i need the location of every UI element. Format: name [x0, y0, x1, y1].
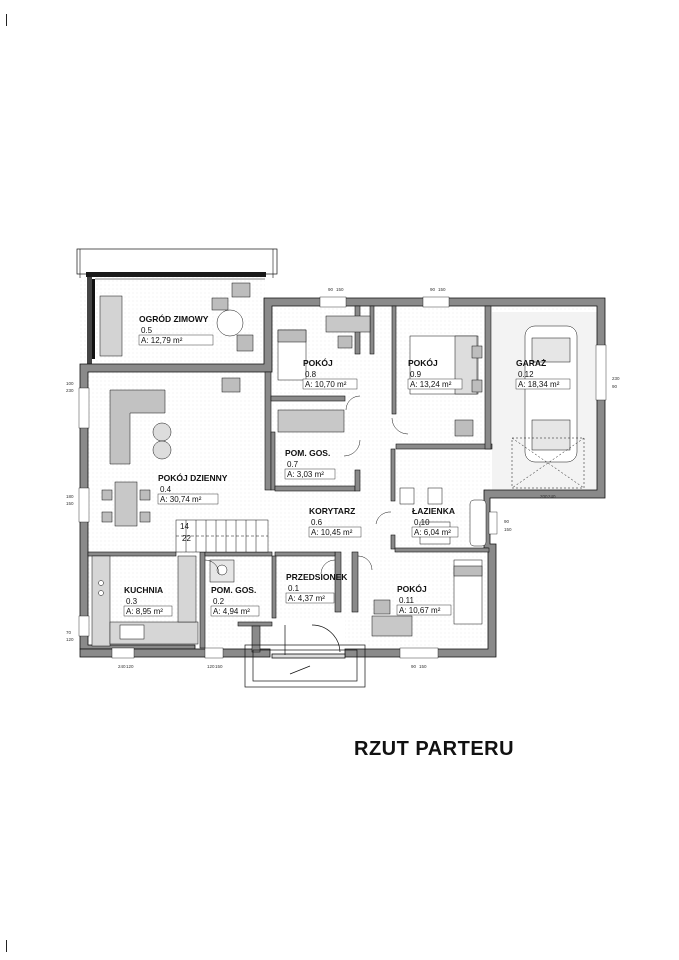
room-label-pokoj11: POKÓJ 0.11 A: 10,67 m²: [396, 583, 452, 616]
svg-text:120: 120: [207, 664, 215, 669]
winter-garden-walls: [76, 248, 278, 367]
svg-text:0.3: 0.3: [126, 597, 138, 606]
svg-text:A: 4,94 m²: A: 4,94 m²: [213, 607, 250, 616]
svg-text:A: 10,67 m²: A: 10,67 m²: [399, 606, 441, 615]
svg-text:POM. GOS.: POM. GOS.: [211, 585, 256, 595]
room-label-przedsionek: PRZEDSIONEK 0.1 A: 4,37 m²: [285, 572, 348, 604]
furniture: [91, 282, 585, 647]
svg-text:POM. GOS.: POM. GOS.: [285, 448, 330, 458]
svg-text:90: 90: [411, 664, 417, 669]
svg-text:240: 240: [118, 664, 126, 669]
svg-text:PRZEDSIONEK: PRZEDSIONEK: [286, 572, 348, 582]
room-label-ogrod: OGRÓD ZIMOWY 0.5 A: 12,79 m²: [138, 313, 214, 346]
svg-text:0.9: 0.9: [410, 370, 422, 379]
svg-text:0.12: 0.12: [518, 370, 534, 379]
svg-text:KUCHNIA: KUCHNIA: [124, 585, 163, 595]
room-label-pomgos02: POM. GOS. 0.2 A: 4,94 m²: [210, 585, 260, 617]
svg-text:0.10: 0.10: [414, 518, 430, 527]
plan-title: RZUT PARTERU: [354, 738, 515, 760]
svg-text:150: 150: [504, 527, 512, 532]
room-label-pokoj09: POKÓJ 0.9 A: 13,24 m²: [407, 357, 463, 390]
stair-labels: 14 22: [180, 522, 191, 543]
svg-text:150: 150: [215, 664, 223, 669]
crop-mark-bottom: [6, 940, 7, 952]
svg-text:90: 90: [328, 287, 334, 292]
room-labels: OGRÓD ZIMOWY 0.5 A: 12,79 m² POKÓJ 0.8 A…: [123, 313, 571, 617]
entrance-landing: [244, 624, 366, 688]
svg-text:A: 13,24 m²: A: 13,24 m²: [410, 380, 452, 389]
room-label-pomgos07: POM. GOS. 0.7 A: 3,03 m²: [284, 448, 336, 480]
svg-text:200: 200: [540, 494, 548, 499]
windows: [78, 296, 607, 659]
room-label-korytarz: KORYTARZ 0.6 A: 10,45 m²: [308, 506, 362, 538]
door-swings: [204, 395, 409, 575]
svg-text:A: 30,74 m²: A: 30,74 m²: [160, 495, 202, 504]
svg-text:90: 90: [430, 287, 436, 292]
svg-text:A: 8,95 m²: A: 8,95 m²: [126, 607, 163, 616]
svg-text:POKÓJ: POKÓJ: [303, 357, 333, 368]
svg-text:KORYTARZ: KORYTARZ: [309, 506, 355, 516]
crop-mark-top: [6, 14, 7, 26]
svg-text:230: 230: [612, 376, 620, 381]
svg-text:POKÓJ: POKÓJ: [408, 357, 438, 368]
svg-text:150: 150: [336, 287, 344, 292]
svg-text:240: 240: [548, 494, 556, 499]
svg-text:120: 120: [66, 637, 74, 642]
svg-text:POKÓJ: POKÓJ: [397, 583, 427, 594]
svg-text:0.7: 0.7: [287, 460, 299, 469]
room-label-garaz: GARAŻ 0.12 A: 18,34 m²: [515, 358, 571, 390]
svg-text:90: 90: [612, 384, 618, 389]
svg-text:0.11: 0.11: [399, 596, 415, 605]
svg-text:150: 150: [66, 501, 74, 506]
svg-text:150: 150: [438, 287, 446, 292]
svg-text:OGRÓD ZIMOWY: OGRÓD ZIMOWY: [139, 313, 209, 324]
svg-text:120: 120: [126, 664, 134, 669]
svg-text:14: 14: [180, 522, 189, 531]
stairs: [175, 519, 269, 553]
svg-text:100: 100: [66, 381, 74, 386]
room-label-lazienka: ŁAZIENKA 0.10 A: 6,04 m²: [411, 506, 459, 538]
svg-text:POKÓJ DZIENNY: POKÓJ DZIENNY: [158, 472, 228, 483]
svg-text:0.2: 0.2: [213, 597, 225, 606]
room-label-kuchnia: KUCHNIA 0.3 A: 8,95 m²: [123, 585, 173, 617]
svg-text:A: 6,04 m²: A: 6,04 m²: [414, 528, 451, 537]
svg-text:0.1: 0.1: [288, 584, 300, 593]
svg-text:A: 10,70 m²: A: 10,70 m²: [305, 380, 347, 389]
svg-text:A: 4,37 m²: A: 4,37 m²: [288, 594, 325, 603]
svg-text:180: 180: [66, 494, 74, 499]
svg-text:GARAŻ: GARAŻ: [516, 358, 546, 368]
room-label-pokoj08: POKÓJ 0.8 A: 10,70 m²: [302, 357, 358, 390]
svg-text:22: 22: [182, 534, 191, 543]
svg-text:0.6: 0.6: [311, 518, 323, 527]
svg-text:A: 18,34 m²: A: 18,34 m²: [518, 380, 560, 389]
room-label-dzienny: POKÓJ DZIENNY 0.4 A: 30,74 m²: [157, 472, 228, 505]
svg-text:A: 12,79 m²: A: 12,79 m²: [141, 336, 183, 345]
svg-text:90: 90: [504, 519, 510, 524]
svg-text:0.5: 0.5: [141, 326, 153, 335]
svg-text:ŁAZIENKA: ŁAZIENKA: [412, 506, 455, 516]
svg-text:0.8: 0.8: [305, 370, 317, 379]
dimension-annotations: 90 150 90 150 100 230 180 150 70 120 230…: [66, 287, 620, 669]
svg-text:150: 150: [419, 664, 427, 669]
svg-text:70: 70: [66, 630, 72, 635]
svg-text:A: 10,45 m²: A: 10,45 m²: [311, 528, 353, 537]
svg-text:0.4: 0.4: [160, 485, 172, 494]
svg-text:A: 3,03 m²: A: 3,03 m²: [287, 470, 324, 479]
svg-text:230: 230: [66, 388, 74, 393]
